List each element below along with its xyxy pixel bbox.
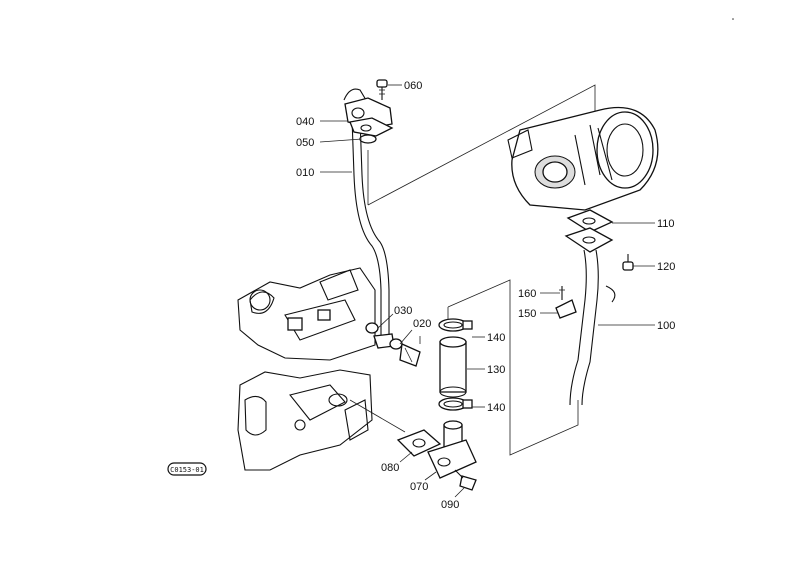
callout-140-lower: 140 — [487, 402, 505, 414]
scan-speck — [732, 18, 734, 20]
callout-080: 080 — [381, 462, 399, 474]
callout-110: 110 — [657, 218, 675, 230]
bolt-060 — [376, 79, 388, 100]
figure-code-text: C0153-01 — [170, 466, 204, 474]
bolt-090 — [454, 469, 477, 491]
callout-130: 130 — [487, 364, 505, 376]
oil-return-pipe-100 — [564, 227, 616, 406]
banjo-bolt-020 — [365, 322, 421, 367]
callout-070: 070 — [410, 481, 428, 493]
leader-lines — [319, 84, 655, 498]
callout-160: 160 — [518, 288, 536, 300]
bolt-120 — [622, 254, 634, 271]
callout-050: 050 — [296, 137, 314, 149]
gasket-080 — [396, 429, 442, 457]
elbow-fitting-070 — [427, 420, 477, 479]
callout-150: 150 — [518, 308, 536, 320]
oil-feed-pipe-010 — [343, 88, 395, 349]
callout-040: 040 — [296, 116, 314, 128]
callout-030: 030 — [394, 305, 412, 317]
callout-060: 060 — [404, 80, 422, 92]
engine-block — [237, 267, 376, 471]
callout-020: 020 — [413, 318, 431, 330]
turbocharger — [507, 106, 659, 211]
hose-130 — [439, 336, 467, 398]
hose-clamp-140-lower — [438, 397, 473, 411]
callout-140-upper: 140 — [487, 332, 505, 344]
callout-090: 090 — [441, 499, 459, 511]
hose-clamp-140-upper — [438, 318, 473, 332]
callout-100: 100 — [657, 320, 675, 332]
gasket-110 — [566, 209, 614, 233]
clip-150-bolt-160 — [555, 286, 577, 319]
figure-code-badge: C0153-01 — [167, 462, 207, 476]
callout-010: 010 — [296, 167, 314, 179]
callout-120: 120 — [657, 261, 675, 273]
